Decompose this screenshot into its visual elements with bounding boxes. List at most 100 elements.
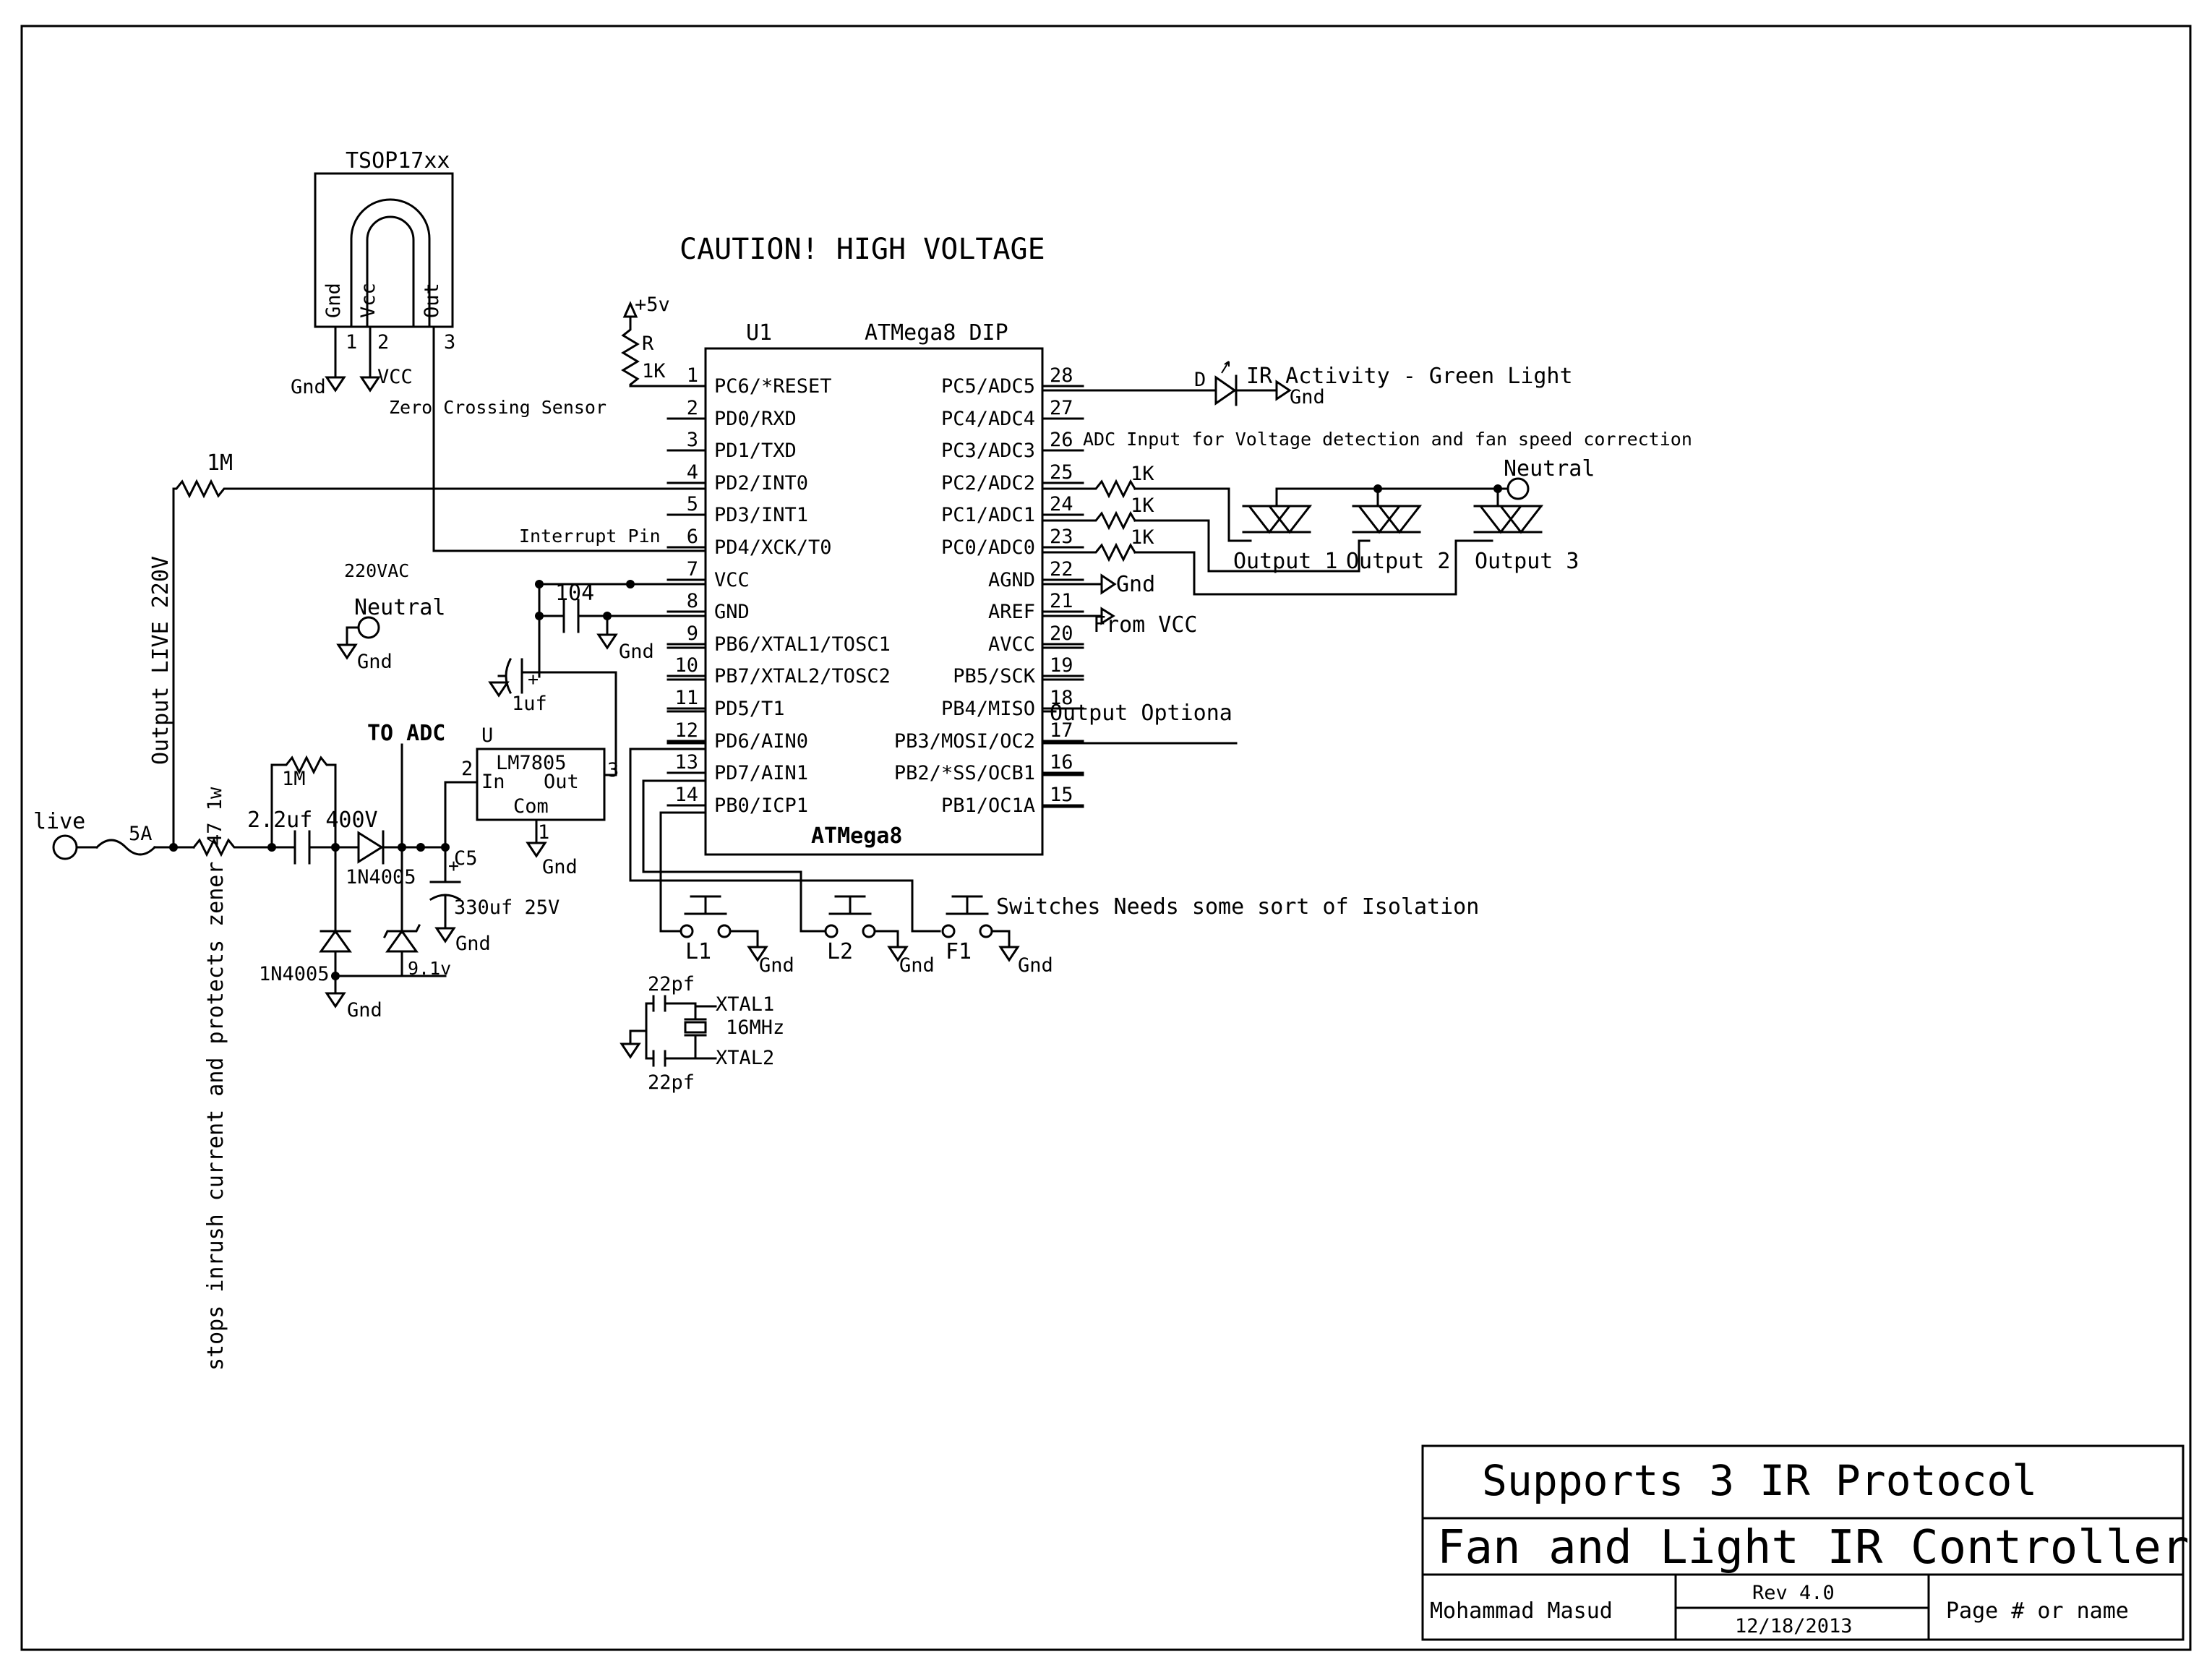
regulator-name: LM7805 (496, 752, 567, 774)
mcu-left-pin-name: PB0/ICP1 (714, 795, 808, 817)
pin18-label: Output Optiona (1050, 701, 1233, 726)
zener-diode (385, 929, 419, 953)
mcu-left-pin-number: 4 (687, 461, 698, 484)
mcu-left-pin-name: PC6/*RESET (714, 375, 832, 398)
zero-crossing-label: Zero Crossing Sensor (389, 397, 606, 418)
sense-resistor-value: 1M (282, 768, 306, 790)
bleed-resistor-value: 1M (207, 450, 233, 476)
switch-f1-gnd: Gnd (1018, 954, 1053, 977)
ir-pin-num-1: 1 (346, 331, 357, 354)
diode-top-label: 1N4005 (346, 866, 416, 888)
crystal-cap-bottom: 22pf (648, 1071, 695, 1094)
title-author: Mohammad Masud (1430, 1598, 1613, 1624)
switch-l1: L1 Gnd (680, 895, 794, 977)
bleed-resistor (172, 479, 233, 499)
mcu-left-pin-name: VCC (714, 569, 750, 591)
mcu-left-pin-name: PB7/XTAL2/TOSC2 (714, 665, 891, 688)
diode-top (357, 831, 384, 864)
bulk-cap-ref: C5 (454, 847, 478, 870)
regulator-pin-com: 1 (538, 821, 549, 844)
aref-label: From VCC (1093, 612, 1198, 638)
led-diode (1214, 375, 1237, 406)
regulator-gnd: Gnd (542, 856, 578, 878)
mcu-right-pin-number: 27 (1050, 397, 1073, 419)
power-arrow-icon (359, 376, 381, 393)
crystal-cap-top: 22pf (648, 973, 695, 995)
dropper-cap-value: 2.2uf 400V (247, 808, 378, 833)
mcu-right-pin-number: 15 (1050, 784, 1073, 806)
svg-text:+: + (448, 855, 459, 876)
ir-pin-gnd: Gnd (322, 283, 345, 318)
mcu-right-pin-number: 20 (1050, 622, 1073, 645)
switch-l1-gnd: Gnd (759, 954, 794, 977)
mcu-left-pin-number: 9 (687, 622, 698, 645)
crystal-pin2: XTAL2 (716, 1047, 774, 1069)
mcu-right-pin-number: 19 (1050, 654, 1073, 677)
mcu-right-pin-name: PC4/ADC4 (941, 408, 1035, 430)
ir-pin-out: Out (421, 283, 443, 318)
mcu-left-pin-number: 11 (674, 687, 698, 709)
diode-bottom-label: 1N4005 (259, 963, 330, 985)
crystal-pin1: XTAL1 (716, 993, 774, 1016)
sheet-border (20, 25, 2192, 1651)
adc-note: ADC Input for Voltage detection and fan … (1083, 429, 1692, 450)
ground-icon (1100, 573, 1117, 595)
neutral-ground-label: Neutral (354, 595, 445, 620)
ground-icon (325, 992, 346, 1009)
mcu-right-pin-number: 26 (1050, 429, 1073, 451)
output-2-label: Output 2 (1346, 549, 1451, 574)
triac-3 (1473, 487, 1544, 534)
mcu-left-pin-number: 14 (674, 784, 698, 806)
mcu-left-pin-name: PD5/T1 (714, 698, 785, 720)
mcu-right-pin-number: 22 (1050, 558, 1073, 581)
mcu-name: ATMega8 DIP (865, 320, 1008, 346)
ground-icon (1275, 380, 1292, 401)
decoupling-value: 104 (555, 581, 594, 606)
ir-vcc-label: VCC (377, 366, 413, 388)
output-1-label: Output 1 (1233, 549, 1338, 574)
mcu-right-pin-name: PB2/*SS/OCB1 (894, 762, 1035, 784)
mcu-right-pin-number: 23 (1050, 526, 1073, 548)
mcu-right-pin-name: PC0/ADC0 (941, 536, 1035, 559)
bulk-cap-gnd: Gnd (455, 933, 491, 955)
mcu-right-pin-number: 28 (1050, 364, 1073, 387)
supply-label: +5v (635, 294, 670, 316)
cap-1uf-label: 1uf (512, 693, 547, 715)
output-3-label: Output 3 (1475, 549, 1579, 574)
mcu-left-pin-name: PD3/INT1 (714, 504, 808, 526)
svg-text:+: + (528, 669, 539, 690)
gate-resistor-1 (1041, 479, 1137, 499)
regulator-out: Out (544, 771, 579, 793)
gate-resistor-1-value: 1K (1131, 463, 1154, 485)
mcu-left-pin-number: 12 (674, 719, 698, 742)
switch-l2-gnd: Gnd (899, 954, 935, 977)
mcu-left-pin-name: GND (714, 601, 750, 623)
mcu-left-pin-number: 8 (687, 590, 698, 612)
mcu-right-pin-number: 18 (1050, 687, 1073, 709)
mcu-right-pin-number: 16 (1050, 751, 1073, 774)
ground-icon (747, 946, 768, 962)
neutral-label: Neutral (1504, 456, 1595, 481)
rect-gnd-label: Gnd (347, 999, 382, 1022)
led-gnd: Gnd (1290, 386, 1325, 408)
mcu-right-pin-name: AGND (988, 569, 1035, 591)
mcu-left-pin-name: PD1/TXD (714, 440, 797, 462)
reset-resistor-name: R (642, 333, 654, 355)
diode-bottom (319, 929, 352, 953)
ir-pin-num-2: 2 (377, 331, 389, 354)
mcu-body-label: ATMega8 (811, 823, 902, 849)
title-line2: Fan and Light IR Controller (1437, 1521, 2189, 1575)
regulator-in: In (481, 771, 505, 793)
mcu-left-pin-name: PB6/XTAL1/TOSC1 (714, 633, 891, 656)
ground-icon (434, 927, 456, 943)
ground-icon (325, 376, 346, 393)
live-label: live (33, 809, 85, 834)
led-ref: D (1194, 369, 1206, 391)
gate-resistor-3-value: 1K (1131, 526, 1154, 549)
mcu-left-pin-number: 1 (687, 364, 698, 387)
regulator-ref: U (481, 724, 493, 747)
zener-label: 9.1v (408, 958, 451, 979)
